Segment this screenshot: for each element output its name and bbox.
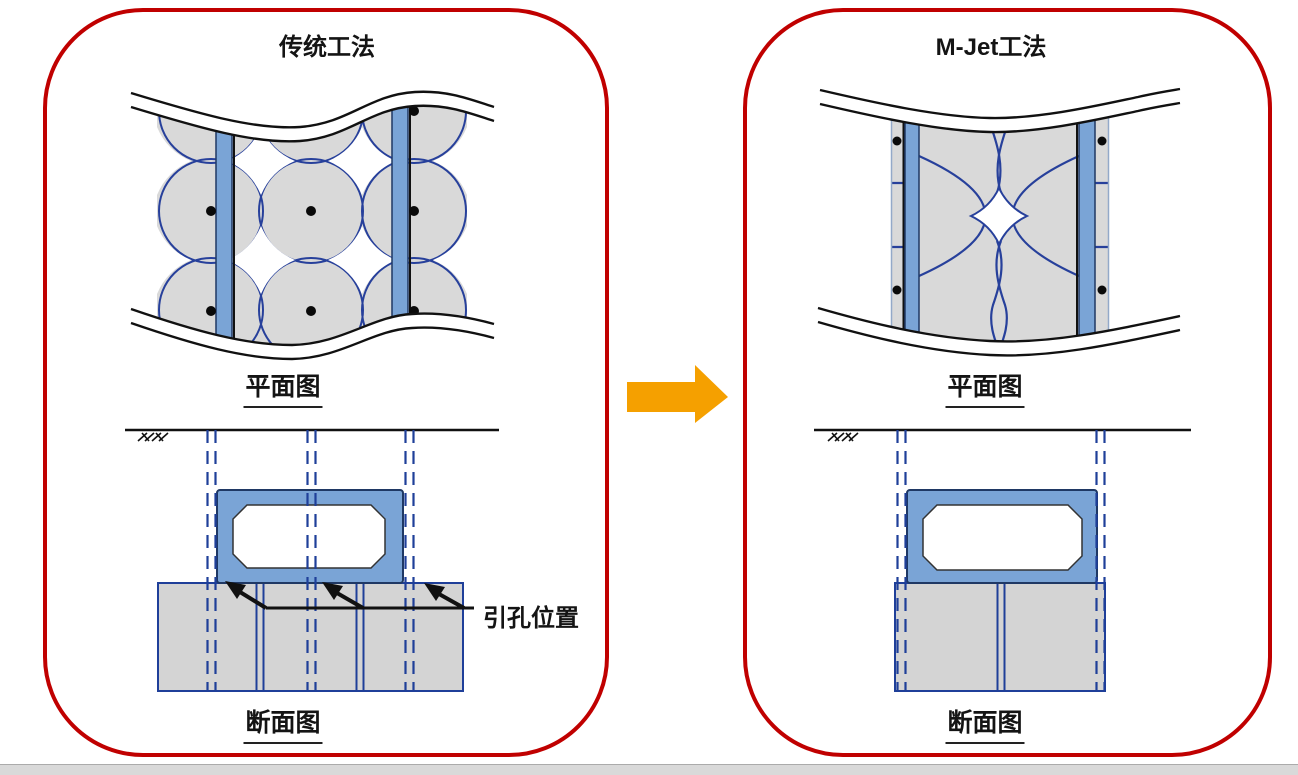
right-section-view-label: 断面图 [945,703,1025,744]
right-arrow-icon [627,365,728,423]
traditional-method-panel [43,8,609,757]
pilot-hole-annotation: 引孔位置 [483,605,579,632]
footer-bar [0,764,1298,775]
mjet-method-panel [743,8,1272,757]
right-panel-title: M-Jet工法 [935,34,1047,61]
left-section-view-label: 断面图 [243,703,323,744]
left-panel-title: 传统工法 [279,34,375,61]
right-plan-view-label: 平面图 [945,367,1025,408]
left-plan-view-label: 平面图 [243,367,323,408]
